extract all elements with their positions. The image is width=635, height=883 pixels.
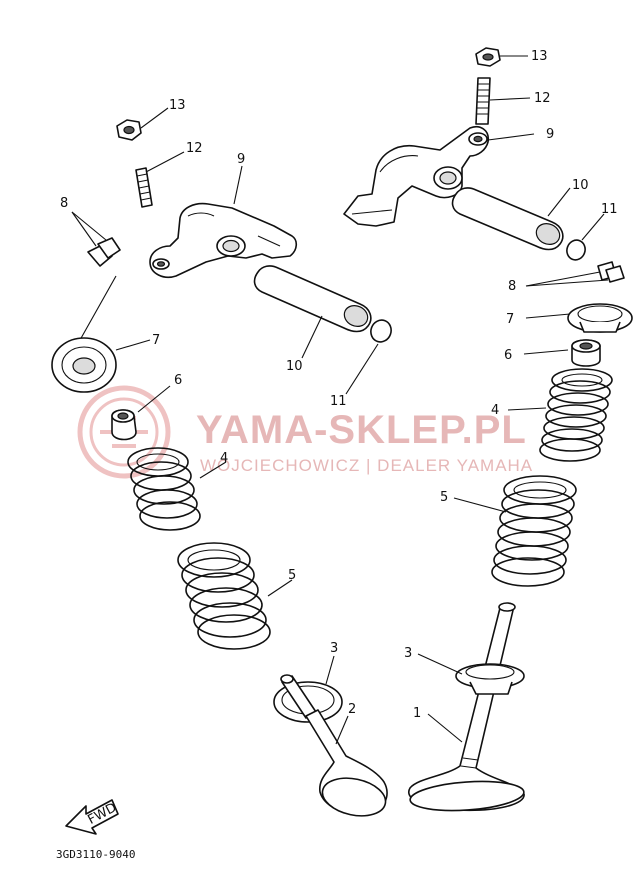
rocker-shaft-left <box>253 265 372 359</box>
callout-right-10: 10 <box>572 178 589 193</box>
diagram-code: 3GD3110-9040 <box>56 848 135 861</box>
spring-retainer-right <box>525 303 633 333</box>
callout-right-4: 4 <box>491 403 499 418</box>
callout-left-9: 9 <box>237 152 245 167</box>
stem-seal-left <box>111 385 171 441</box>
adjuster-screw-right <box>475 77 531 125</box>
valve-left <box>280 674 388 817</box>
watermark-dealer: WOJCIECHOWICZ | DEALER YAMAHA <box>200 456 533 475</box>
spring-seat-right <box>417 653 525 695</box>
stem-seal-right <box>523 339 601 367</box>
rocker-arm-left <box>149 165 298 278</box>
callout-left-10: 10 <box>286 359 303 374</box>
watermark: YAMA-SKLEP.PL WOJCIECHOWICZ | DEALER YAM… <box>77 385 533 479</box>
callout-left-5: 5 <box>288 568 296 583</box>
fwd-arrow-icon: FWD <box>65 799 119 835</box>
callout-right-6: 6 <box>504 348 512 363</box>
callout-right-9: 9 <box>546 127 554 142</box>
callout-left-3: 3 <box>330 641 338 656</box>
rocker-shaft-right <box>451 187 571 251</box>
outer-spring-right <box>453 475 577 587</box>
o-ring-right <box>566 213 605 261</box>
callout-left-7: 7 <box>152 333 160 348</box>
spring-retainer-left <box>51 337 151 393</box>
valve-cotters-left <box>71 211 121 341</box>
callout-right-3: 3 <box>404 646 412 661</box>
rocker-arm-right <box>343 126 535 227</box>
callout-left-12: 12 <box>186 141 203 156</box>
callout-left-13: 13 <box>169 98 186 113</box>
callout-left-2: 2 <box>348 702 356 717</box>
callout-right-8: 8 <box>508 279 516 294</box>
callouts: 13 12 9 8 7 10 11 6 4 5 3 2 13 12 9 10 1… <box>60 49 618 721</box>
callout-right-1: 1 <box>413 706 421 721</box>
callout-left-4: 4 <box>220 451 228 466</box>
inner-spring-left <box>127 447 227 531</box>
callout-left-8: 8 <box>60 196 68 211</box>
callout-left-6: 6 <box>174 373 182 388</box>
adjuster-screw-left <box>135 151 185 208</box>
watermark-brand: YAMA-SKLEP.PL <box>196 408 527 452</box>
o-ring-left <box>345 319 392 395</box>
valve-right <box>408 602 525 812</box>
callout-right-5: 5 <box>440 490 448 505</box>
callout-right-11: 11 <box>601 202 618 217</box>
callout-left-11: 11 <box>330 394 347 409</box>
callout-right-13: 13 <box>531 49 548 64</box>
callout-right-7: 7 <box>506 312 514 327</box>
outer-spring-left <box>177 542 293 650</box>
nut-left <box>116 107 169 141</box>
nut-right <box>475 47 528 67</box>
callout-right-12: 12 <box>534 91 551 106</box>
valve-cotters-right <box>525 261 625 287</box>
inner-spring-right <box>507 368 613 462</box>
